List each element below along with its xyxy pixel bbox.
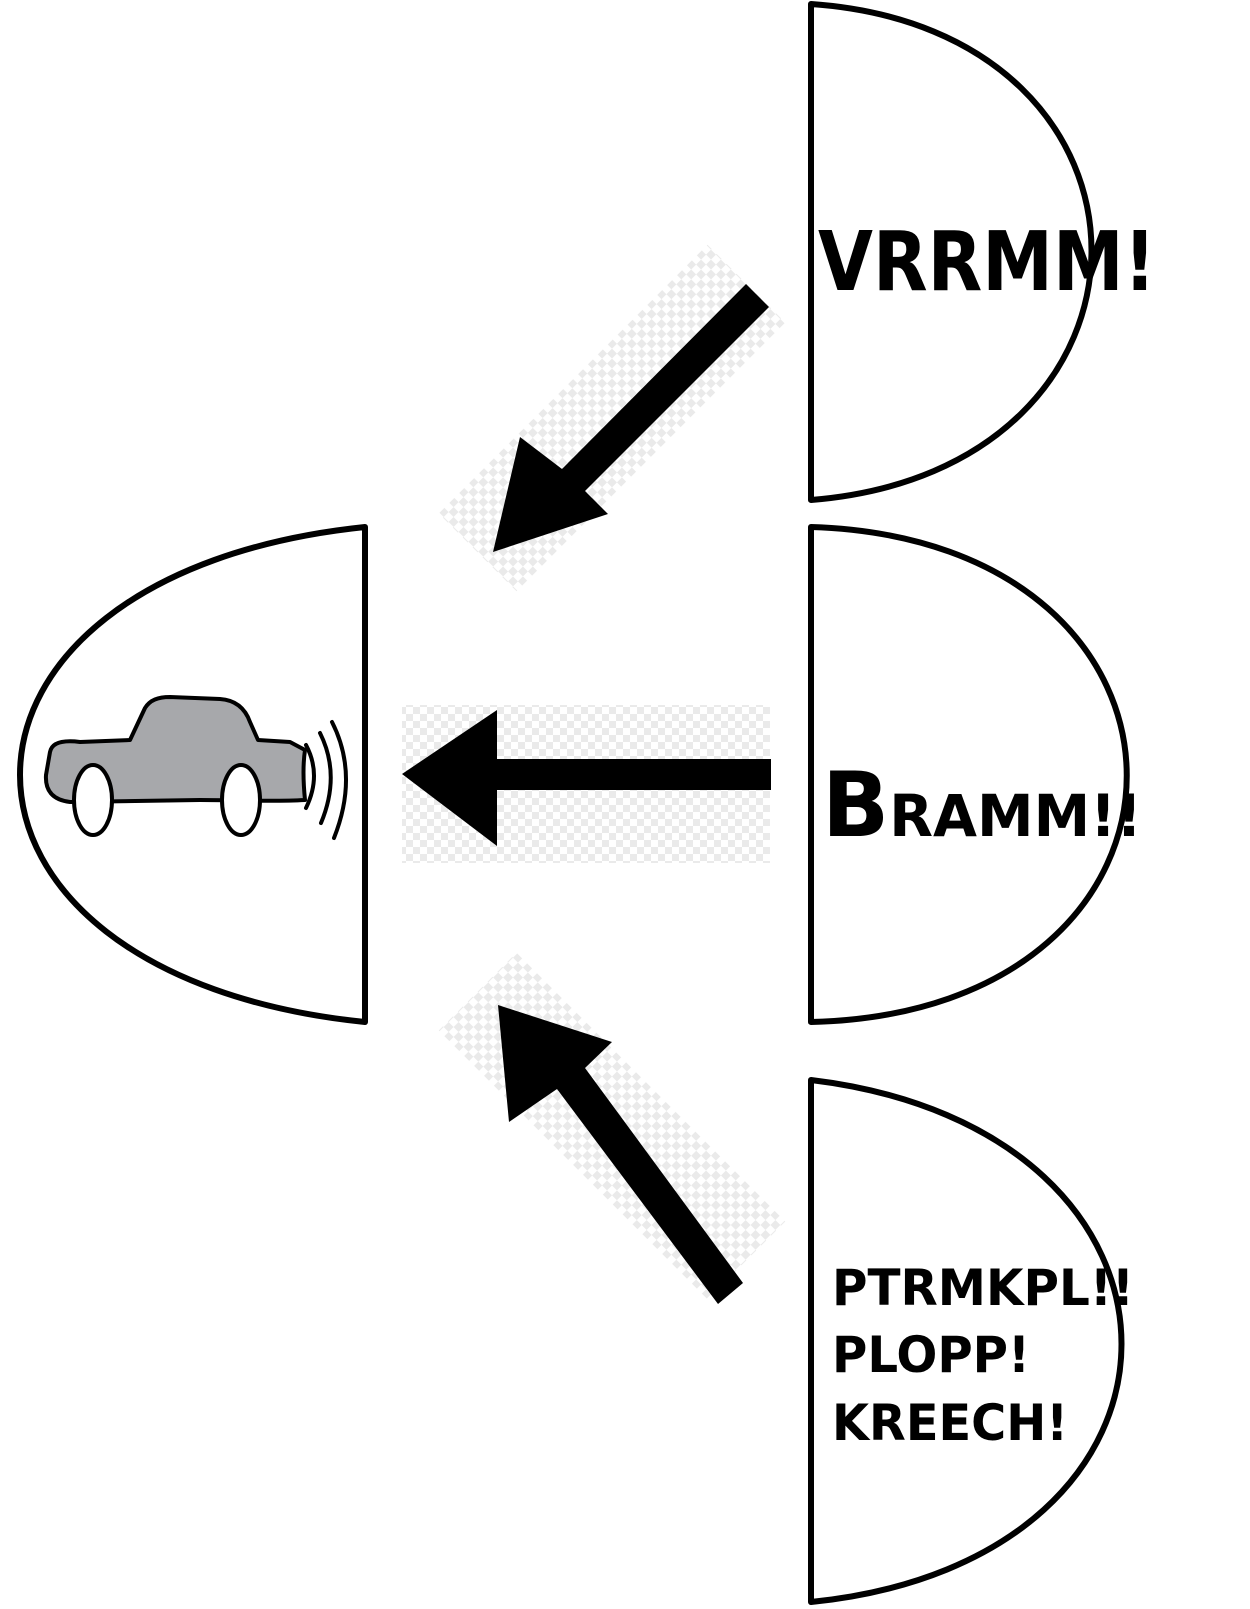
sound-waves-icon [304,720,348,840]
arrow-middle [402,710,771,846]
arrow-top [493,284,769,552]
sound-text-bottom-line-2: PLOPP! [832,1326,1030,1384]
sound-bubble-bottom: PTRMKPL!! PLOPP! KREECH! [808,1077,1134,1605]
sound-bubble-middle: BRAMM!! [808,524,1142,1025]
arrow-bottom [498,1005,743,1304]
car-front-wheel-icon [220,763,262,837]
sound-text-middle: BRAMM!! [822,753,1142,858]
sound-text-bottom-line-3: KREECH! [832,1394,1068,1452]
sound-text-top: VRRMM! [818,215,1156,310]
sound-bubble-top: VRRMM! [808,1,1156,503]
car-icon [43,695,307,837]
car-bubble [17,524,368,1025]
car-rear-wheel-icon [72,763,114,837]
sound-text-middle-initial: B [822,753,889,858]
sound-text-bottom-line-1: PTRMKPL!! [832,1259,1134,1317]
arrow-shadow-top [438,244,786,592]
sound-text-middle-rest: RAMM!! [889,782,1142,850]
